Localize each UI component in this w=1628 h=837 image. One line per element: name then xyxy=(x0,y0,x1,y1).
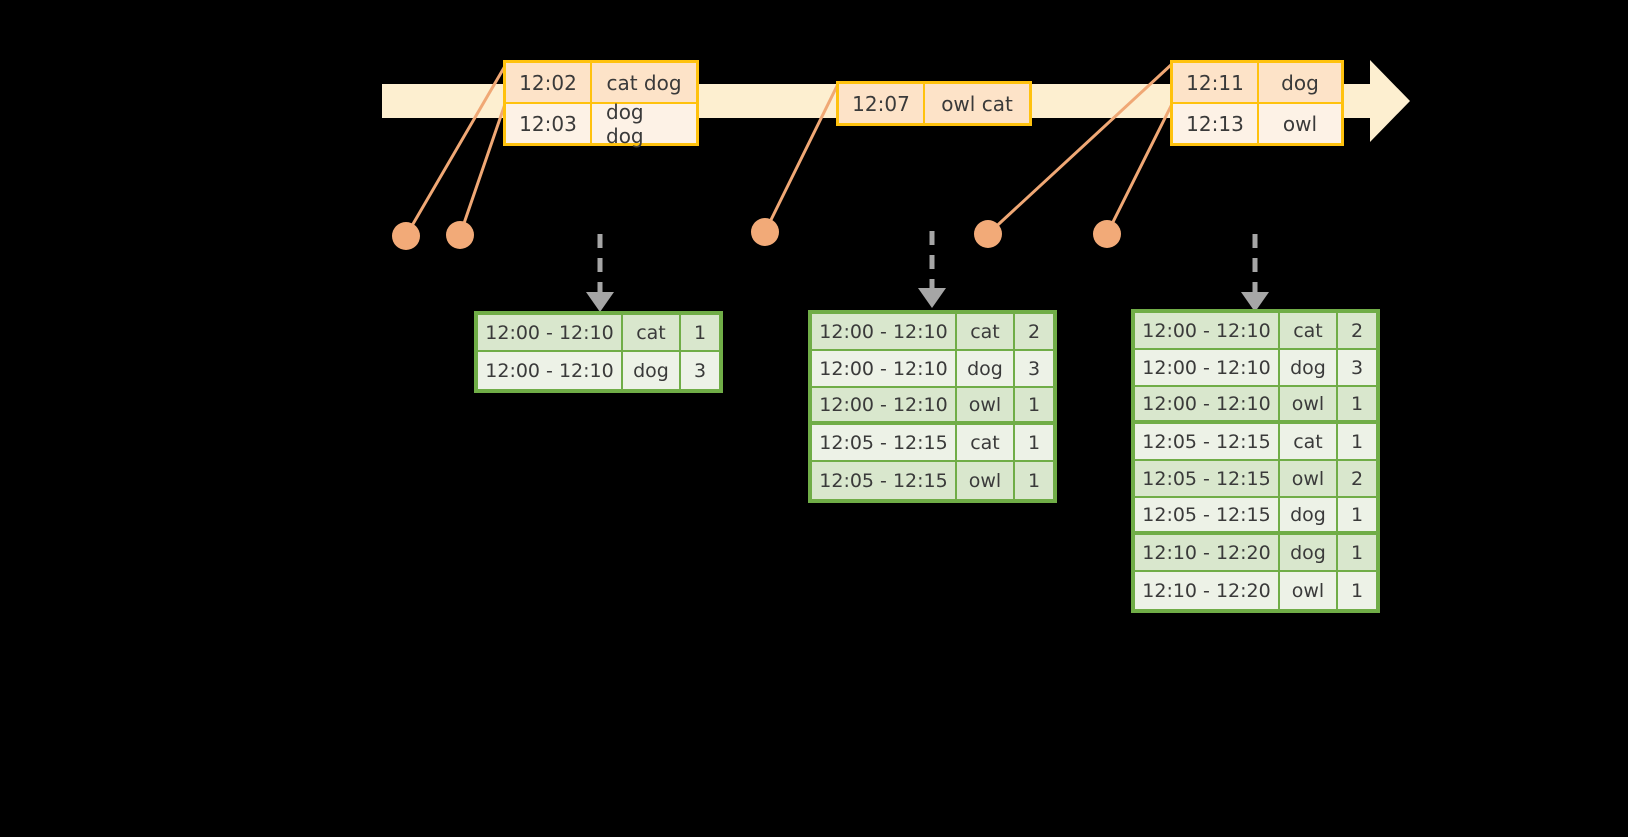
window-cell: 12:10 - 12:20 xyxy=(1135,572,1280,609)
event-value: dog dog xyxy=(606,99,644,148)
event-time: 12:13 xyxy=(1173,104,1259,143)
key-cell: owl xyxy=(1280,387,1338,420)
window-cell: 12:00 - 12:10 xyxy=(1135,387,1280,420)
event-row: 12:02 cat dog xyxy=(506,63,696,102)
count-cell: 2 xyxy=(1027,320,1041,343)
event-box-2: 12:07 owl cat xyxy=(836,81,1032,126)
window-cell: 12:05 - 12:15 xyxy=(1135,461,1280,496)
window-cell: 12:00 - 12:10 xyxy=(812,351,957,386)
trigger-dots xyxy=(392,218,1121,250)
count-cell: 2 xyxy=(1350,319,1364,342)
trigger-dot-5 xyxy=(1093,220,1121,248)
window-cell: 12:10 - 12:20 xyxy=(1135,535,1280,570)
count-cell: 1 xyxy=(1350,541,1364,564)
key-cell: cat xyxy=(623,315,681,350)
key-cell: owl xyxy=(1280,461,1338,496)
window-cell: 12:05 - 12:15 xyxy=(1135,424,1280,459)
event-time: 12:11 xyxy=(1173,63,1259,102)
key-cell: dog xyxy=(1280,350,1338,385)
window-cell: 12:00 - 12:10 xyxy=(478,315,623,350)
count-cell: 1 xyxy=(1350,579,1364,602)
key-cell: dog xyxy=(1280,498,1338,531)
trigger-dot-1 xyxy=(392,222,420,250)
window-cell: 12:05 - 12:15 xyxy=(812,462,957,499)
emit-arrows xyxy=(597,231,1258,292)
window-cell: 12:00 - 12:10 xyxy=(1135,350,1280,385)
key-cell: cat xyxy=(957,425,1015,460)
key-cell: cat xyxy=(1280,424,1338,459)
key-cell: owl xyxy=(957,462,1015,499)
key-cell: cat xyxy=(957,314,1015,349)
event-row: 12:13 owl xyxy=(1173,102,1341,143)
window-cell: 12:05 - 12:15 xyxy=(1135,498,1280,531)
trigger-dot-2 xyxy=(446,221,474,249)
key-cell: cat xyxy=(1280,313,1338,348)
window-cell: 12:00 - 12:10 xyxy=(478,352,623,389)
count-cell: 1 xyxy=(1027,393,1041,416)
event-value: cat dog xyxy=(606,70,682,95)
trigger-dot-4 xyxy=(974,220,1002,248)
window-cell: 12:00 - 12:10 xyxy=(812,388,957,421)
count-cell: 3 xyxy=(1027,357,1041,380)
count-cell: 1 xyxy=(1350,503,1364,526)
event-row: 12:03 dog dog xyxy=(506,99,696,148)
window-cell: 12:00 - 12:10 xyxy=(1135,313,1280,348)
event-value: owl xyxy=(1282,111,1318,136)
event-box-1: 12:02 cat dog 12:03 dog dog xyxy=(503,60,699,148)
key-cell: owl xyxy=(1280,572,1338,609)
event-time: 12:03 xyxy=(506,104,592,143)
event-row: 12:11 dog xyxy=(1173,63,1341,102)
key-cell: dog xyxy=(623,352,681,389)
trigger-dot-3 xyxy=(751,218,779,246)
event-time: 12:07 xyxy=(839,84,925,123)
event-value: owl cat xyxy=(941,91,1013,116)
window-cell: 12:00 - 12:10 xyxy=(812,314,957,349)
count-cell: 1 xyxy=(1027,431,1041,454)
count-cell: 2 xyxy=(1350,467,1364,490)
key-cell: dog xyxy=(1280,535,1338,570)
window-cell: 12:05 - 12:15 xyxy=(812,425,957,460)
count-cell: 1 xyxy=(1027,469,1041,492)
count-cell: 3 xyxy=(1350,356,1364,379)
key-cell: dog xyxy=(957,351,1015,386)
event-row: 12:07 owl cat xyxy=(839,84,1029,123)
count-cell: 1 xyxy=(1350,430,1364,453)
count-cell: 3 xyxy=(693,359,707,382)
key-cell: owl xyxy=(957,388,1015,421)
count-cell: 1 xyxy=(1350,392,1364,415)
event-value: dog xyxy=(1281,70,1319,95)
count-cell: 1 xyxy=(693,321,707,344)
event-box-3: 12:11 dog 12:13 owl xyxy=(1170,60,1344,146)
event-time: 12:02 xyxy=(506,63,592,102)
